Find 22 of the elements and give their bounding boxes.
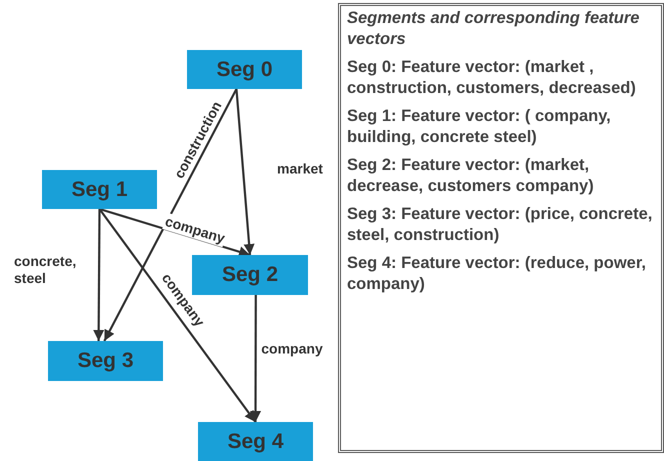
segment-box — [42, 170, 157, 209]
node-label: Seg 0 — [216, 58, 273, 82]
feature-vector-text: Seg 3: Feature vector: (price, concrete, steel, construction) — [347, 204, 654, 246]
segment-box — [187, 50, 302, 89]
feature-vector-text: Seg 0: Feature vector: (market , construction, customers, decreased) — [347, 57, 637, 99]
arrow — [93, 209, 104, 341]
node-label: Seg 2 — [222, 263, 278, 287]
arrow — [103, 88, 238, 342]
feature-vector-text: Seg 4: Feature vector: (reduce, power, company) — [347, 253, 647, 295]
segment-box — [198, 422, 313, 461]
panel-heading: Segments and corresponding feature vectors — [347, 8, 640, 50]
node-label: Seg 1 — [71, 178, 128, 202]
arrow — [235, 88, 255, 256]
arrow — [250, 295, 262, 422]
feature-vector-text: Seg 1: Feature vector: ( company, building, concrete steel) — [347, 106, 612, 148]
segment-box — [48, 341, 163, 381]
feature-vector-text: Seg 2: Feature vector: (market, decrease, customers company) — [347, 155, 595, 197]
node-label: Seg 4 — [227, 430, 284, 454]
arrow — [99, 208, 250, 258]
legend-panel — [338, 3, 664, 453]
node-label: Seg 3 — [77, 349, 134, 373]
arrow — [98, 208, 256, 423]
